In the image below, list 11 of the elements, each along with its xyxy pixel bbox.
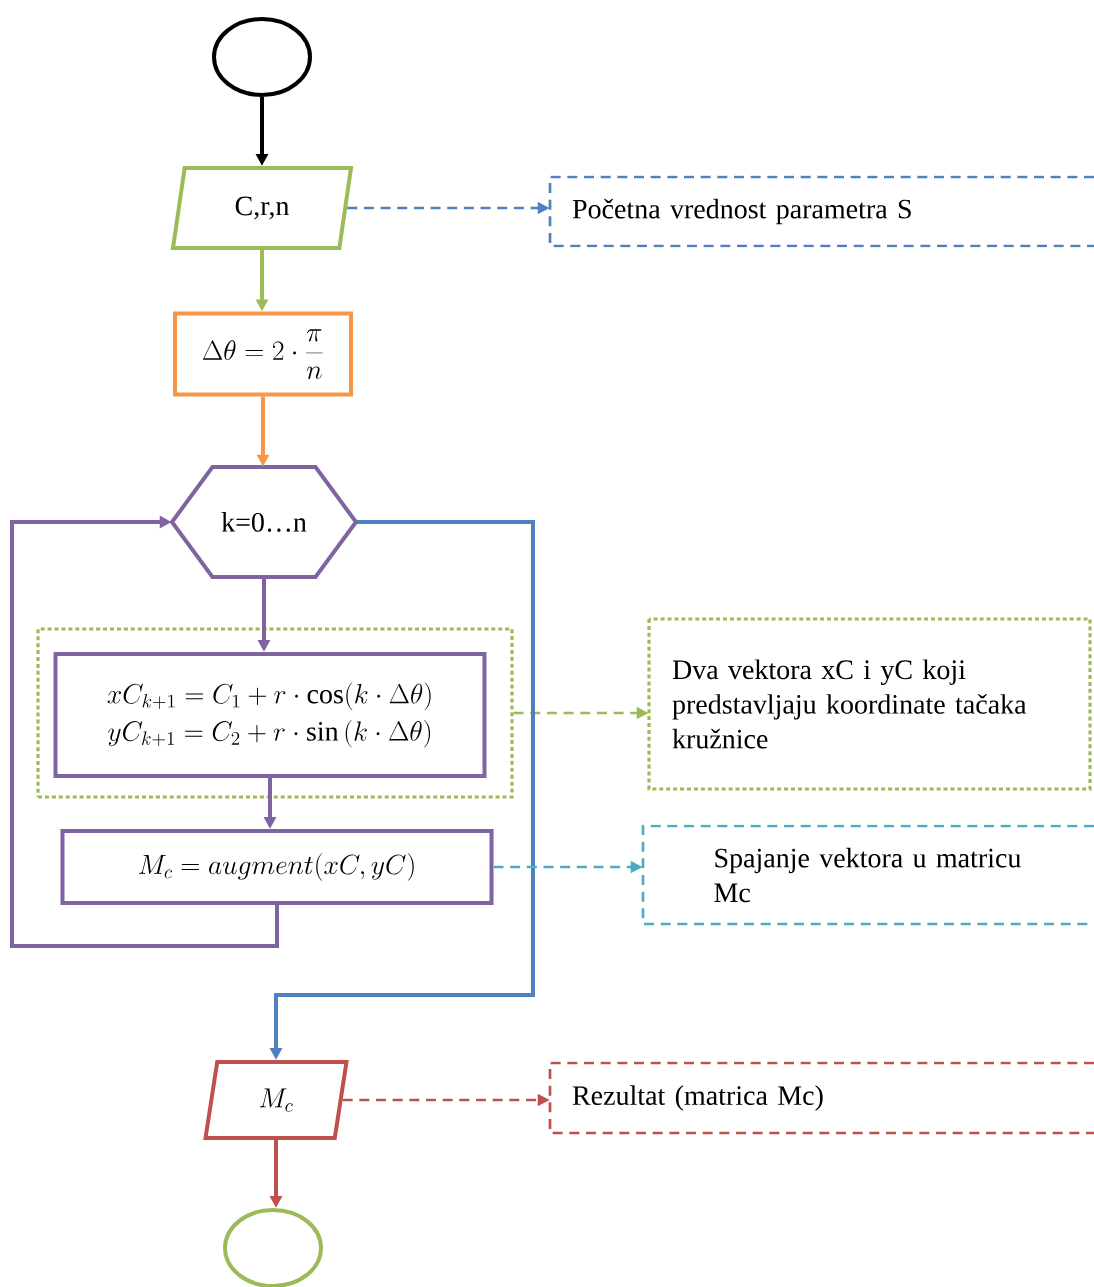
process-box: $xC_{k+1} = C_1 + r\cdot\cos(k\cdot\Delta\theta)$ $yC_{k+1} = C_2 + r\cdot\sin\,(k\cdot\Delta\theta)$ [53,652,487,778]
process-box: $M_c = augment(xC, yC)$ [60,829,494,905]
arrow [10,515,279,948]
group-box [36,627,514,799]
note-box: Dva vektora xC i yC koji predstavljaju koordinate tačaka kružnice [647,617,1092,791]
output-parallelogram: $M_c$ [203,1060,349,1140]
note-box: Početna vrednost parametra S [548,175,1094,248]
note-box: Rezultat (matrica Mc) [548,1061,1094,1135]
process-box: $\Delta\theta = 2\cdot\frac{\pi}{n}$ [173,311,353,397]
note-box: Spajanje vektora u matricu Mc [641,824,1094,926]
start-oval [212,17,312,97]
